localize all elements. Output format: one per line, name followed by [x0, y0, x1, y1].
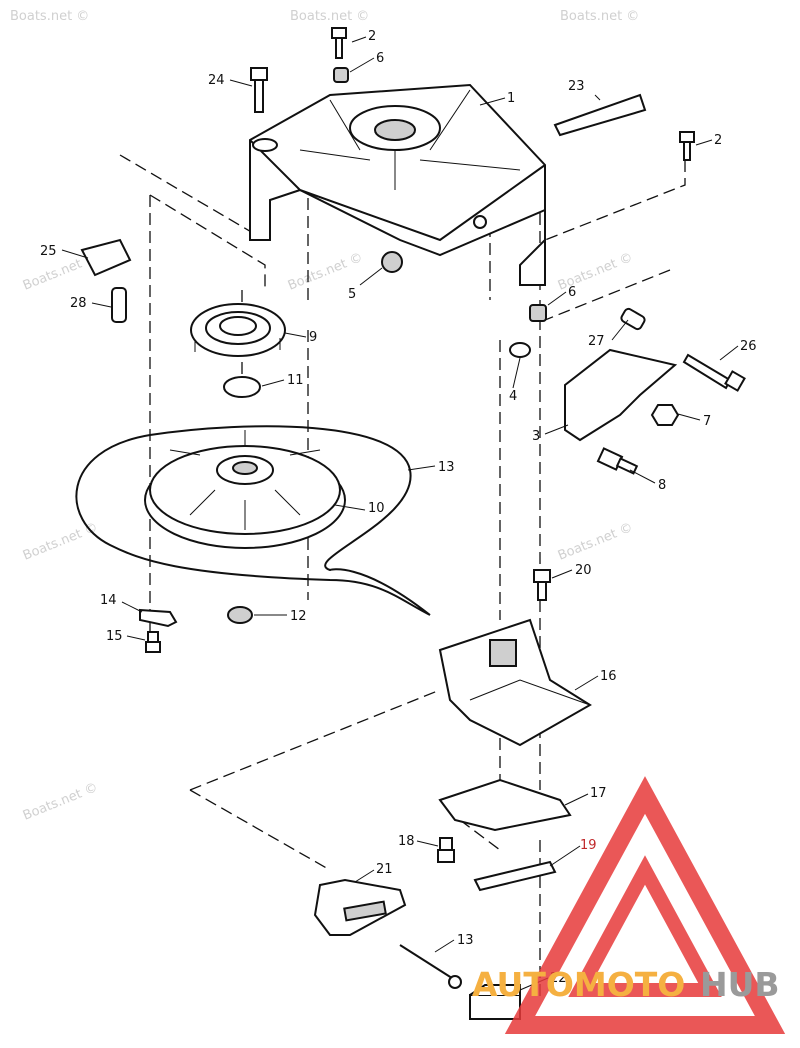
- callout: 14: [100, 593, 117, 608]
- callout: 23: [568, 79, 585, 94]
- callout: 6: [568, 285, 576, 300]
- callout: 24: [208, 73, 225, 88]
- screw-icon: [145, 631, 161, 653]
- washer-icon: [509, 342, 531, 358]
- bracket-plate: [564, 348, 678, 442]
- nut-icon: [333, 67, 349, 83]
- brand-logo: AUTOMOTO HUB: [472, 776, 786, 1034]
- watermark: Boats.net ©: [290, 9, 369, 24]
- rope-pulley: [144, 430, 346, 549]
- callout: 26: [740, 339, 757, 354]
- starter-housing: [249, 83, 546, 286]
- friction-plate: [139, 608, 178, 628]
- long-bolt-icon: [682, 353, 746, 392]
- starter-handle: [313, 878, 407, 936]
- rope-guide: [438, 618, 592, 747]
- long-bolt-icon: [250, 67, 268, 113]
- callout: 11: [287, 373, 304, 388]
- callout: 19: [580, 838, 597, 853]
- retainer-strip: [473, 860, 557, 892]
- callout: 9: [309, 330, 317, 345]
- rope-knot: [448, 975, 462, 989]
- callout-labels: 1 2 6 24 23 2 25 28 5 6 9 27 26 11 4 7 3…: [40, 29, 757, 986]
- pin-icon: [620, 307, 646, 331]
- callout: 2: [714, 133, 722, 148]
- spacer-icon: [381, 251, 403, 273]
- watermark: Boats.net ©: [10, 9, 89, 24]
- callout: 16: [600, 669, 617, 684]
- bolt-icon: [679, 131, 695, 161]
- callout: 21: [376, 862, 393, 877]
- watermark: Boats.net ©: [21, 780, 100, 824]
- callout: 20: [575, 563, 592, 578]
- brand-name-secondary: HUB: [700, 965, 780, 1004]
- bolt-icon: [596, 447, 639, 475]
- callout: 5: [348, 287, 356, 302]
- screw-icon: [533, 569, 551, 601]
- nut-icon: [529, 304, 547, 322]
- callout: 8: [658, 478, 666, 493]
- callout: 7: [703, 414, 711, 429]
- watermark: Boats.net ©: [556, 520, 635, 564]
- recoil-spring: [190, 303, 286, 357]
- callout: 17: [590, 786, 607, 801]
- bolt-icon: [331, 27, 347, 59]
- starter-rope: [75, 425, 431, 616]
- callout: 13: [438, 460, 455, 475]
- callout: 18: [398, 834, 415, 849]
- callout: 27: [588, 334, 605, 349]
- cap-icon: [223, 376, 261, 398]
- callout: 3: [532, 429, 540, 444]
- callout: 15: [106, 629, 123, 644]
- decal-strip: [553, 93, 647, 137]
- callout: 2: [368, 29, 376, 44]
- bushing-icon: [111, 287, 127, 323]
- nut-icon: [650, 404, 680, 426]
- callout: 12: [290, 609, 307, 624]
- guide-block: [80, 238, 132, 277]
- leader-lines: [61, 36, 739, 991]
- screw-icon: [437, 837, 455, 863]
- callout: 13: [457, 933, 474, 948]
- callout: 4: [509, 389, 517, 404]
- callout: 1: [507, 91, 515, 106]
- callout: 28: [70, 296, 87, 311]
- brand-name-primary: AUTOMOTO: [472, 965, 685, 1004]
- callout: 10: [368, 501, 385, 516]
- rope-end: [399, 944, 456, 981]
- callout: 6: [376, 51, 384, 66]
- mount-bracket: [438, 778, 572, 832]
- callout: 25: [40, 244, 57, 259]
- washer-icon: [227, 606, 253, 624]
- watermark: Boats.net ©: [560, 9, 639, 24]
